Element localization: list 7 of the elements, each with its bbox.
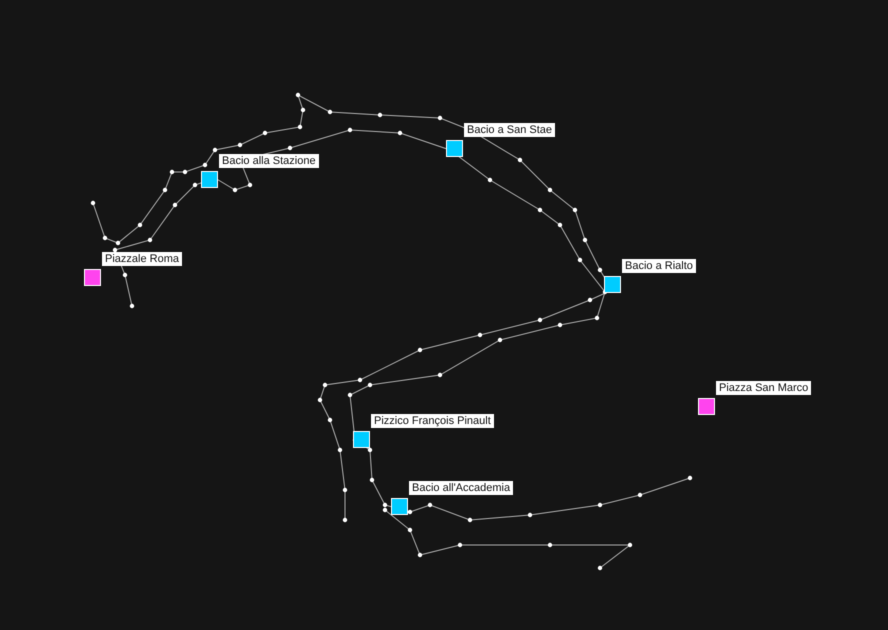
place-label: Bacio alla Stazione xyxy=(219,154,319,168)
place-label: Bacio all'Accademia xyxy=(409,481,514,495)
place-label: Bacio a San Stae xyxy=(464,123,556,137)
place-label: Pizzico François Pinault xyxy=(371,414,494,428)
place-label: Piazza San Marco xyxy=(716,381,812,395)
place-label: Piazzale Roma xyxy=(102,252,182,266)
place-label: Bacio a Rialto xyxy=(622,259,696,273)
